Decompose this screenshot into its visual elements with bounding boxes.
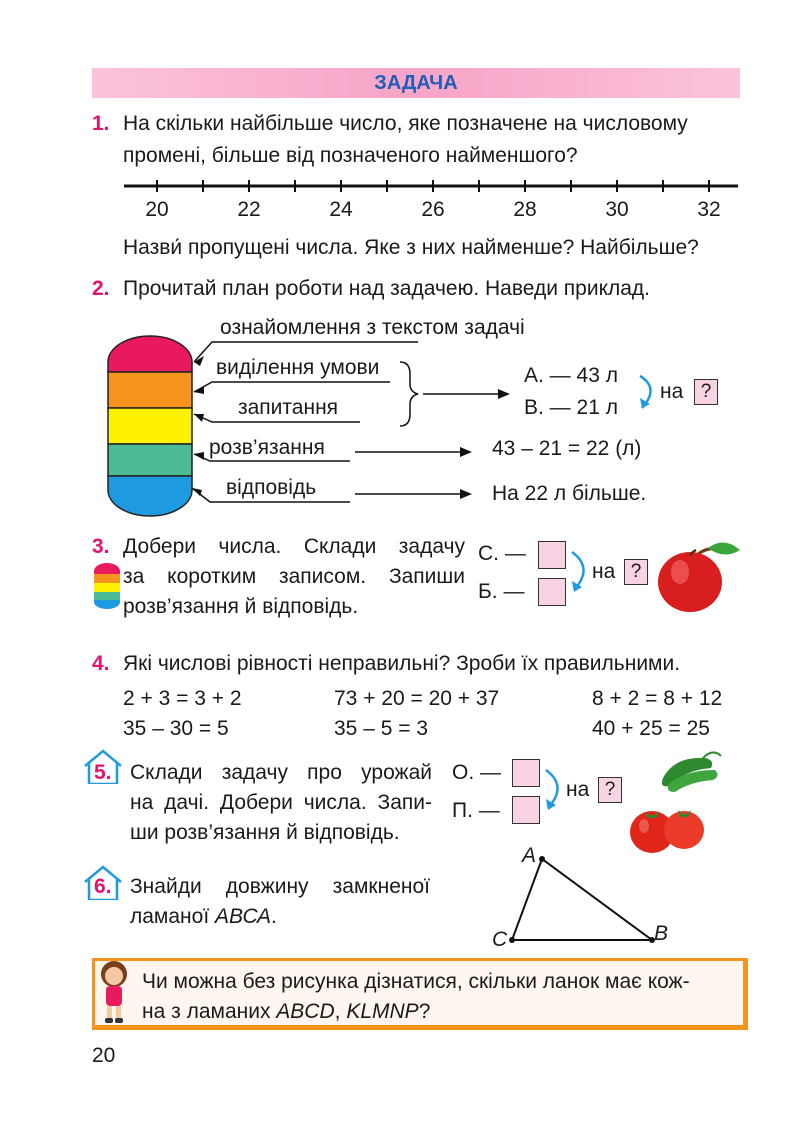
apple-icon	[658, 542, 740, 612]
plan-capsule-icon	[94, 563, 120, 609]
task4-text: Які числові рівності неправильні? Зроби …	[123, 652, 681, 675]
task6-line1: Знайди довжину замкненої	[130, 875, 430, 898]
step-reading: ознайомлення з текстом задачі	[220, 316, 525, 339]
ray-tick-label: 32	[697, 198, 721, 221]
tomato-icon	[630, 810, 704, 853]
equation-5: 35 – 5 = 3	[334, 717, 428, 740]
equation-2: 73 + 20 = 20 + 37	[334, 687, 500, 710]
ray-tick-label: 24	[329, 198, 353, 221]
curved-arrow-icon	[545, 768, 559, 810]
task4-number: 4.	[92, 652, 110, 675]
triangle-abc	[509, 856, 656, 943]
task6-number: 6.	[94, 875, 112, 898]
bottom-line2: на з ламаних ABCD, KLMNP?	[142, 1000, 431, 1023]
plan-diagram	[107, 335, 652, 517]
solution-expression: 43 – 21 = 22 (л)	[492, 437, 642, 460]
arrow-head-icon	[460, 489, 472, 499]
step-question: запитання	[238, 396, 339, 419]
vertex-b: B	[654, 922, 669, 945]
task1-number: 1.	[92, 112, 110, 135]
record-a: А. — 43 л	[524, 364, 618, 387]
ray-tick-label: 26	[421, 198, 445, 221]
vertex-c: C	[492, 928, 508, 951]
label-b: Б. —	[478, 580, 525, 603]
ray-tick-label: 30	[605, 198, 629, 221]
input-box-c[interactable]	[538, 541, 566, 569]
task5-line3: ши розв’язання й відповідь.	[130, 821, 400, 844]
cucumber-icon	[661, 751, 722, 792]
homework-house-icon	[84, 865, 122, 900]
brace	[399, 361, 419, 427]
task5-number: 5.	[94, 761, 112, 784]
na-label: на	[566, 778, 590, 801]
capsule-segment-1	[107, 335, 193, 373]
label-c: С. —	[478, 542, 526, 565]
input-box-o[interactable]	[512, 759, 540, 787]
bottom-question-frame	[92, 958, 748, 1030]
section-title: ЗАДАЧА	[92, 68, 740, 98]
equation-4: 35 – 30 = 5	[123, 717, 229, 740]
step-answer: відповідь	[226, 476, 317, 499]
bottom-line1: Чи можна без рисунка дізнатися, скільки …	[142, 970, 690, 993]
task2-text: Прочитай план роботи над задачею. Наведи…	[123, 277, 651, 300]
answer-text: На 22 л більше.	[492, 482, 647, 505]
capsule-segment-4	[107, 443, 193, 477]
na-label: на	[660, 380, 684, 403]
label-p: П. —	[452, 799, 500, 822]
task1-question: Назви́ пропущені числа. Яке з них наймен…	[123, 236, 699, 259]
task3-line2: за коротким записом. Запиши	[123, 565, 465, 588]
homework-house-icon	[84, 749, 122, 784]
task5-line2: на дачі. Добери числа. Запи-	[130, 791, 432, 814]
task6-line2: ламаної АВСА.	[130, 905, 277, 928]
number-ray	[124, 180, 738, 192]
equation-3: 8 + 2 = 8 + 12	[592, 687, 723, 710]
ray-tick-label: 22	[237, 198, 261, 221]
capsule-segment-3	[107, 407, 193, 445]
step-solution: розв’язання	[209, 436, 325, 459]
task3-line3: розв’язання й відповідь.	[123, 595, 359, 618]
record-b: В. — 21 л	[524, 396, 618, 419]
label-o: О. —	[452, 761, 502, 784]
ray-tick-label: 28	[513, 198, 537, 221]
step-condition: виділення умови	[216, 356, 380, 379]
equation-1: 2 + 3 = 3 + 2	[123, 687, 242, 710]
girl-icon	[101, 961, 127, 1023]
task2-number: 2.	[92, 277, 110, 300]
question-box: ?	[694, 379, 718, 405]
curved-arrow-head-icon	[640, 398, 650, 408]
task1-line2: промені, більше від позначеного найменшо…	[123, 144, 578, 167]
task5-line1: Склади задачу про урожай	[130, 761, 432, 784]
vertex-a: A	[522, 844, 537, 867]
curved-arrow-icon	[571, 550, 585, 592]
arrow-head-icon	[498, 389, 510, 399]
task1-line1: На скільки найбільше число, яке позначен…	[123, 112, 688, 135]
step-line-1	[193, 341, 418, 363]
ray-tick-label: 20	[145, 198, 169, 221]
task3-line1: Добери числа. Склади задачу	[123, 535, 465, 558]
capsule-segment-5	[107, 475, 193, 517]
arrow-head-icon	[460, 447, 472, 457]
equation-6: 40 + 25 = 25	[592, 717, 710, 740]
task3-number: 3.	[92, 535, 110, 558]
capsule-segment-2	[107, 371, 193, 409]
page-number: 20	[92, 1044, 116, 1067]
input-box-b[interactable]	[538, 578, 566, 606]
input-box-p[interactable]	[512, 796, 540, 824]
triangle-shape	[510, 857, 656, 941]
question-box: ?	[598, 777, 622, 803]
question-box: ?	[624, 559, 648, 585]
na-label: на	[592, 560, 616, 583]
